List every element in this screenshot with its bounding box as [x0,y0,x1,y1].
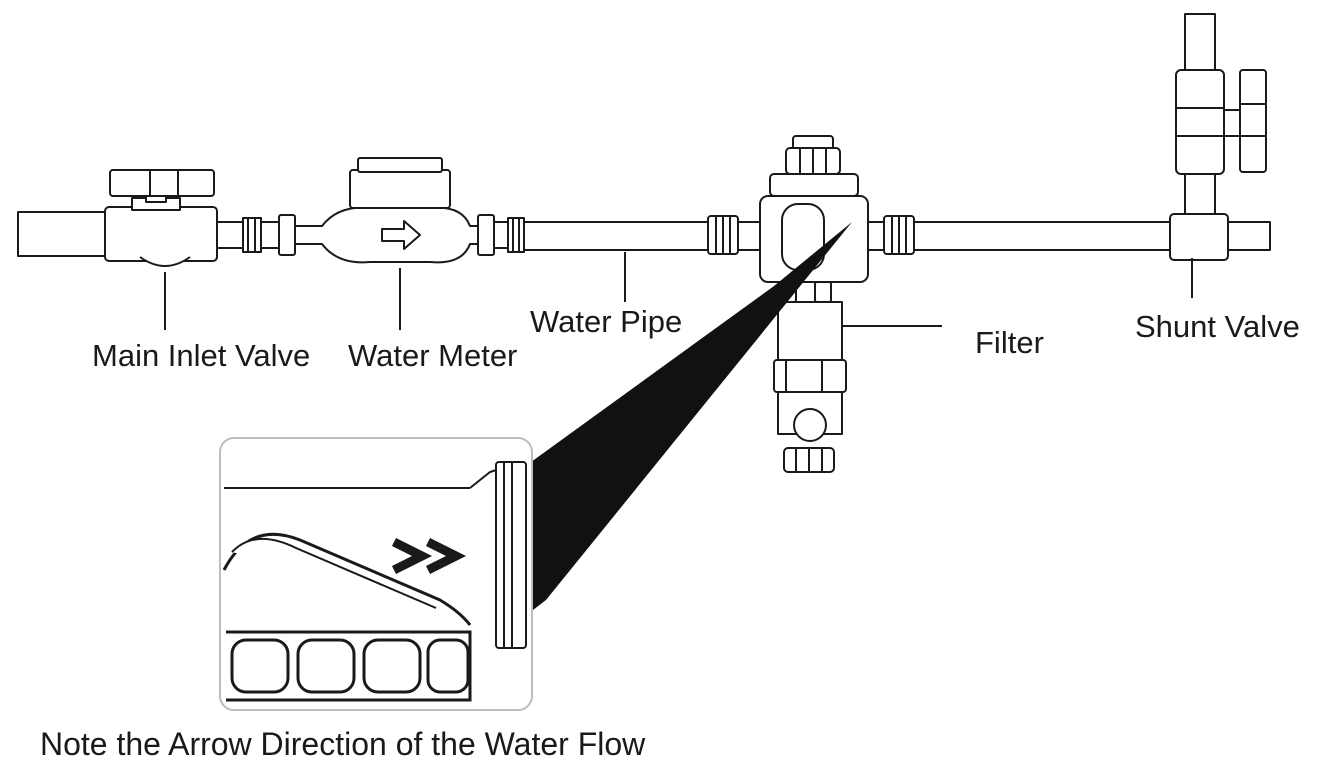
double-chevron-icon [391,537,467,575]
main-inlet-valve [17,169,262,267]
flow-direction-note: Note the Arrow Direction of the Water Fl… [40,726,646,762]
water-pipe-label: Water Pipe [530,304,683,339]
water-pipe [523,215,761,255]
detail-inset [219,437,533,711]
shunt-valve [1169,13,1271,261]
flow-arrow-icon [381,220,421,250]
outlet-pipe [913,221,1173,251]
shunt-valve-label: Shunt Valve [1135,309,1300,344]
callout-wedge [520,222,852,620]
leader-lines [164,252,1193,330]
water-meter [260,157,525,264]
water-meter-label: Water Meter [348,338,518,373]
pipe-coupling [707,215,739,255]
filter-label: Filter [975,325,1044,360]
main-inlet-valve-label: Main Inlet Valve [92,338,311,373]
